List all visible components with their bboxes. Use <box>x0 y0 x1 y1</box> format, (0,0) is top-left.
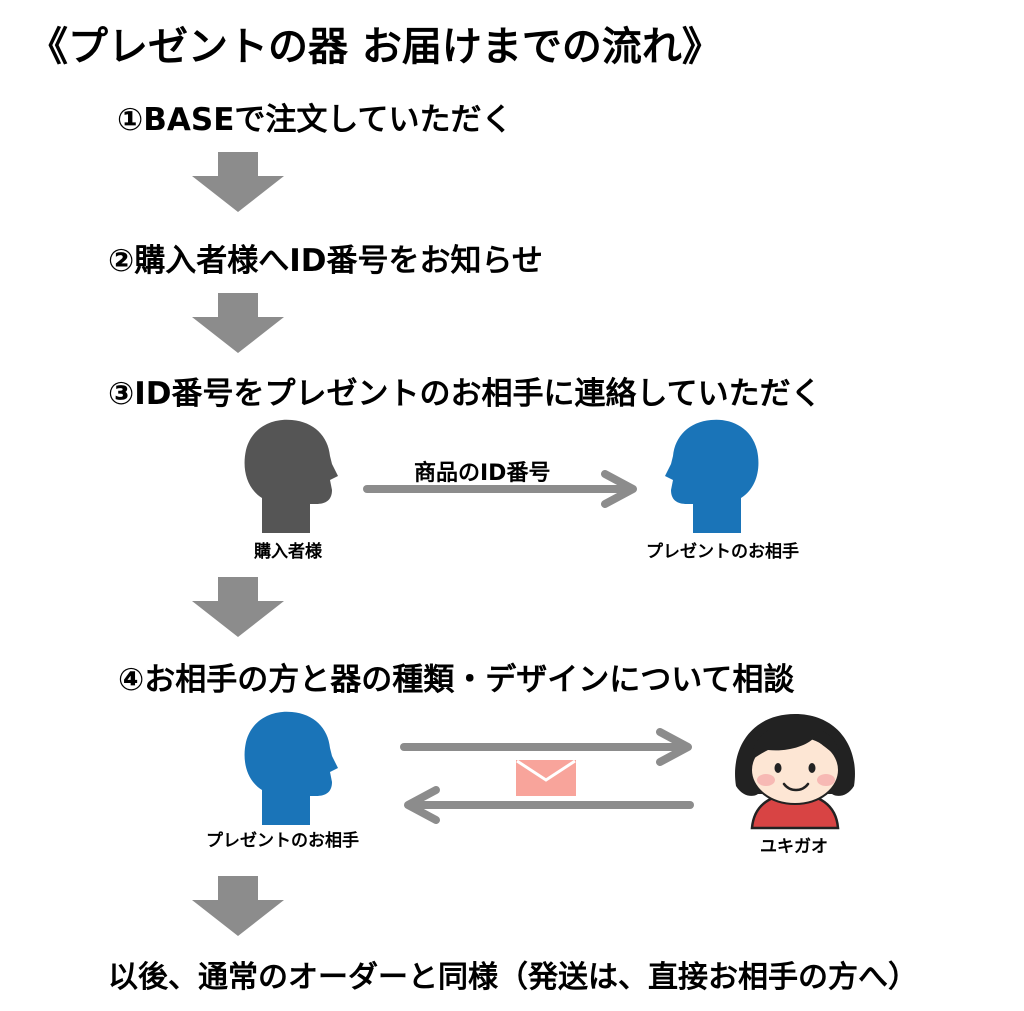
down-arrow-icon <box>192 152 284 212</box>
right-arrow-icon <box>363 470 637 508</box>
buyer-label: 購入者様 <box>254 542 322 562</box>
step-1-text: ①BASEで注文していただく <box>117 102 513 138</box>
step-2-text: ②購入者様へID番号をお知らせ <box>108 243 543 279</box>
down-arrow-icon <box>192 293 284 353</box>
page-title: 《プレゼントの器 お届けまでの流れ》 <box>28 24 722 70</box>
step-3-text: ③ID番号をプレゼントのお相手に連絡していただく <box>108 376 822 412</box>
maker-label: ユキガオ <box>760 837 828 857</box>
right-arrow-icon <box>400 728 692 766</box>
step-5-text: 以後、通常のオーダーと同様（発送は、直接お相手の方へ） <box>108 960 918 995</box>
person-head-icon <box>244 419 338 533</box>
left-arrow-icon <box>404 786 694 824</box>
person-head-icon <box>244 711 338 825</box>
avatar-icon <box>735 714 855 830</box>
envelope-icon <box>516 759 576 796</box>
recipient-label: プレゼントのお相手 <box>646 542 799 562</box>
step-4-text: ④お相手の方と器の種類・デザインについて相談 <box>118 662 795 698</box>
down-arrow-icon <box>192 577 284 637</box>
person-head-icon <box>665 419 759 533</box>
arrow-label: 商品のID番号 <box>414 461 551 486</box>
down-arrow-icon <box>192 876 284 936</box>
recipient-label: プレゼントのお相手 <box>206 831 359 851</box>
